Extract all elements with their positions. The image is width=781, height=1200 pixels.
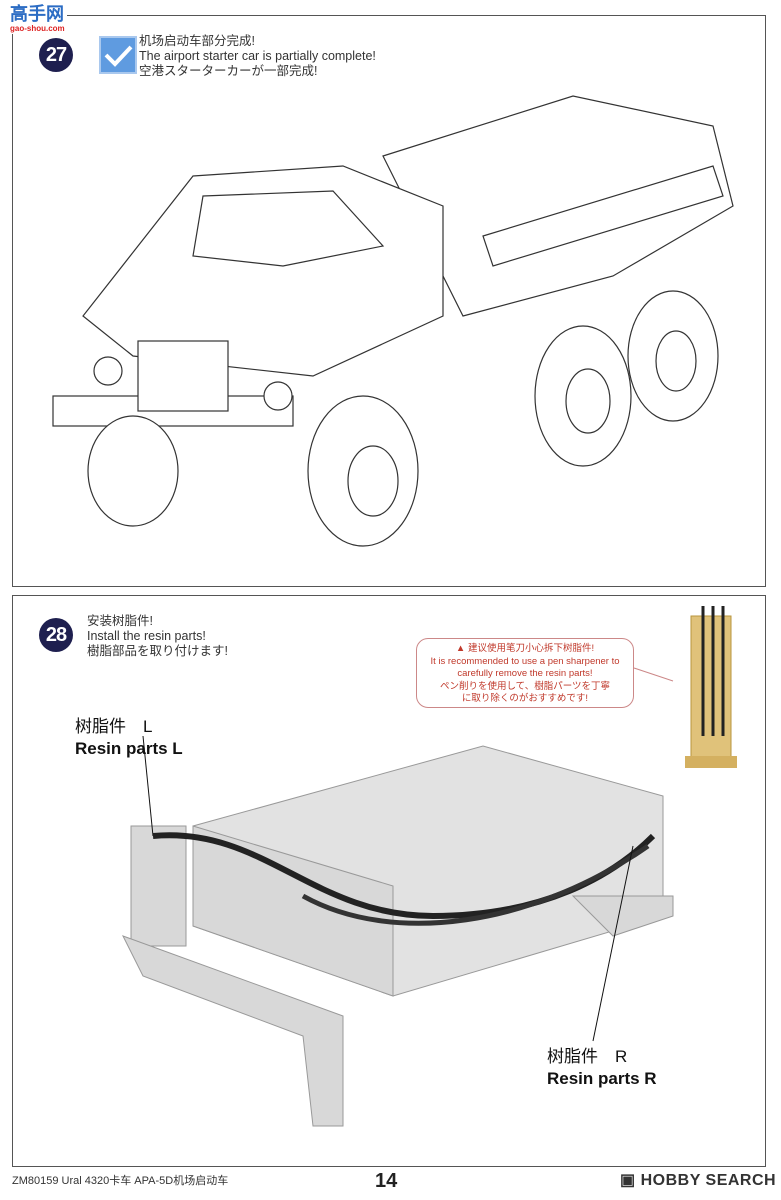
resin-part-photo — [633, 606, 737, 768]
warning-icon: ▲ — [455, 643, 466, 654]
product-info: ZM80159 Ural 4320卡车 APA-5D机场启动车 — [12, 1175, 229, 1187]
resin-parts-left-label: 树脂件 L Resin parts L — [75, 717, 183, 758]
brand-icon: ▣ — [620, 1172, 636, 1189]
brand-logo: ▣ HOBBY SEARCH — [620, 1172, 777, 1189]
step-27-panel: 27 机场启动车部分完成! The airport starter car is… — [12, 15, 766, 587]
step-number: 28 — [39, 618, 73, 652]
checkbox-checked-icon — [99, 36, 137, 74]
step-instructions: 安装树脂件! Install the resin parts! 樹脂部品を取り付… — [87, 614, 228, 658]
warning-callout: ▲ 建议使用笔刀小心拆下树脂件! It is recommended to us… — [416, 638, 634, 708]
resin-parts-right-label: 树脂件 R Resin parts R — [547, 1047, 657, 1088]
step-instructions: 机场启动车部分完成! The airport starter car is pa… — [139, 34, 376, 78]
truck-illustration — [52, 95, 734, 547]
step-number: 27 — [39, 38, 73, 72]
step-28-panel: 28 安装树脂件! Install the resin parts! 樹脂部品を… — [12, 595, 766, 1167]
tank-assembly-illustration — [121, 735, 674, 1127]
page-number: 14 — [375, 1170, 398, 1192]
